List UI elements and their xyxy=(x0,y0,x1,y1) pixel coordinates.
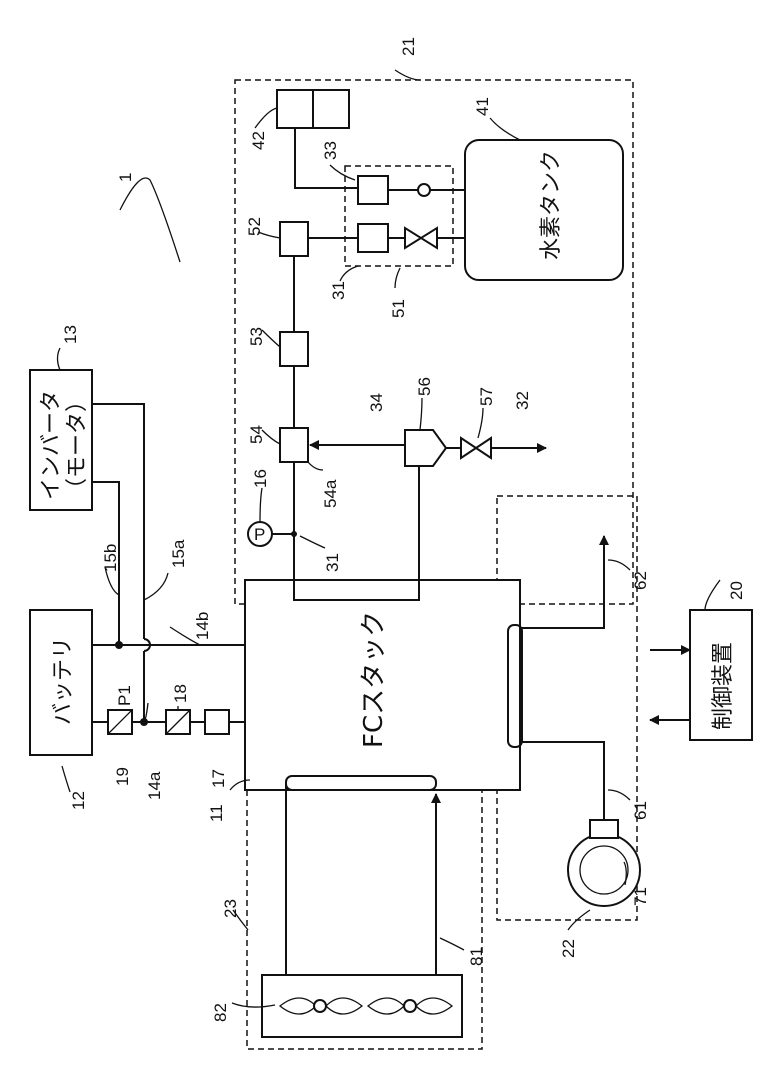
ref-20: 20 xyxy=(727,581,746,600)
ref-62: 62 xyxy=(631,571,650,590)
ref-42: 42 xyxy=(249,131,268,150)
ref-15b: 15b xyxy=(101,544,120,572)
ref-32: 32 xyxy=(513,391,532,410)
component-53-box xyxy=(280,332,308,366)
separator-56-icon xyxy=(405,430,446,466)
ref-54a: 54a xyxy=(321,479,340,508)
ref-12: 12 xyxy=(69,791,88,810)
component-17-box xyxy=(205,710,229,734)
valve-unit-box-upper xyxy=(358,176,388,204)
ref-51: 51 xyxy=(389,299,408,318)
ref-41: 41 xyxy=(473,97,492,116)
purge-valve-57-icon xyxy=(461,438,491,458)
ref-54: 54 xyxy=(247,425,266,444)
ref-14a: 14a xyxy=(145,771,164,800)
ref-14b: 14b xyxy=(193,612,212,640)
check-valve-icon xyxy=(418,184,430,196)
ref-22: 22 xyxy=(559,939,578,958)
ref-56: 56 xyxy=(415,377,434,396)
injector-54-box xyxy=(280,428,308,462)
ref-31-lower: 31 xyxy=(323,553,342,572)
fc-stack-label: FCスタック xyxy=(359,611,389,748)
ref-15a: 15a xyxy=(169,539,188,568)
ref-17: 17 xyxy=(209,769,228,788)
ref-19: 19 xyxy=(113,767,132,786)
ref-31-upper: 31 xyxy=(329,281,348,300)
ref-52: 52 xyxy=(245,217,264,236)
ref-13: 13 xyxy=(61,325,80,344)
valve-unit-box-lower xyxy=(358,224,388,252)
ref-82: 82 xyxy=(211,1003,230,1022)
ref-61: 61 xyxy=(631,801,650,820)
battery-label: バッテリ xyxy=(51,637,76,725)
shutoff-valve-icon xyxy=(405,228,437,248)
ref-81: 81 xyxy=(467,947,486,966)
motor-label: （モータ） xyxy=(65,390,90,500)
ref-53: 53 xyxy=(247,327,266,346)
ref-57: 57 xyxy=(477,387,496,406)
ref-34: 34 xyxy=(367,393,386,412)
component-52-box xyxy=(280,222,308,256)
air-compressor-icon xyxy=(568,834,640,906)
ref-23: 23 xyxy=(221,899,240,918)
sensor-p1-label: P1 xyxy=(115,685,134,706)
ref-71: 71 xyxy=(631,887,650,906)
hydrogen-tank-label: 水素タンク xyxy=(539,150,564,260)
controller-label: 制御装置 xyxy=(711,642,736,730)
ref-33: 33 xyxy=(321,141,340,160)
inverter-label: インバータ xyxy=(39,390,64,500)
ref-21: 21 xyxy=(399,37,418,56)
ref-16: 16 xyxy=(251,469,270,488)
ref-1: 1 xyxy=(116,173,135,182)
pressure-sensor-label: P xyxy=(254,525,265,544)
ref-11: 11 xyxy=(207,804,226,822)
ref-18: 18 xyxy=(171,684,190,703)
